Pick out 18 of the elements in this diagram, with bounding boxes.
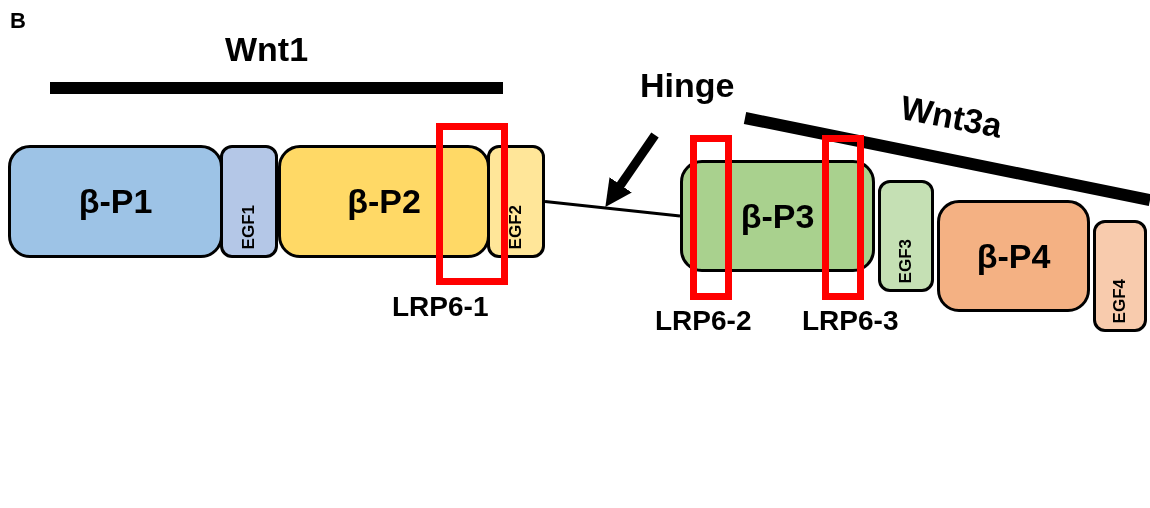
region-label: Wnt3a [897, 88, 1006, 146]
region-label: Wnt1 [225, 30, 309, 69]
propeller-domain-box: β-P2 [278, 145, 490, 258]
site-label: LRP6-3 [802, 305, 899, 337]
egf-domain-box: EGF4 [1093, 220, 1147, 332]
panel-letter: B [10, 8, 26, 34]
pointer-arrow [605, 132, 659, 208]
binding-site-frame [436, 123, 508, 285]
propeller-domain-box: β-P4 [937, 200, 1090, 312]
site-label: LRP6-2 [655, 305, 752, 337]
linker-line [544, 200, 681, 218]
binding-site-frame [690, 135, 732, 300]
binding-site-frame [822, 135, 864, 300]
site-label: LRP6-1 [392, 291, 489, 323]
egf-domain-box: EGF1 [220, 145, 278, 258]
egf-domain-box: EGF3 [878, 180, 934, 292]
hinge-label: Hinge [640, 66, 735, 105]
propeller-domain-box: β-P1 [8, 145, 223, 258]
